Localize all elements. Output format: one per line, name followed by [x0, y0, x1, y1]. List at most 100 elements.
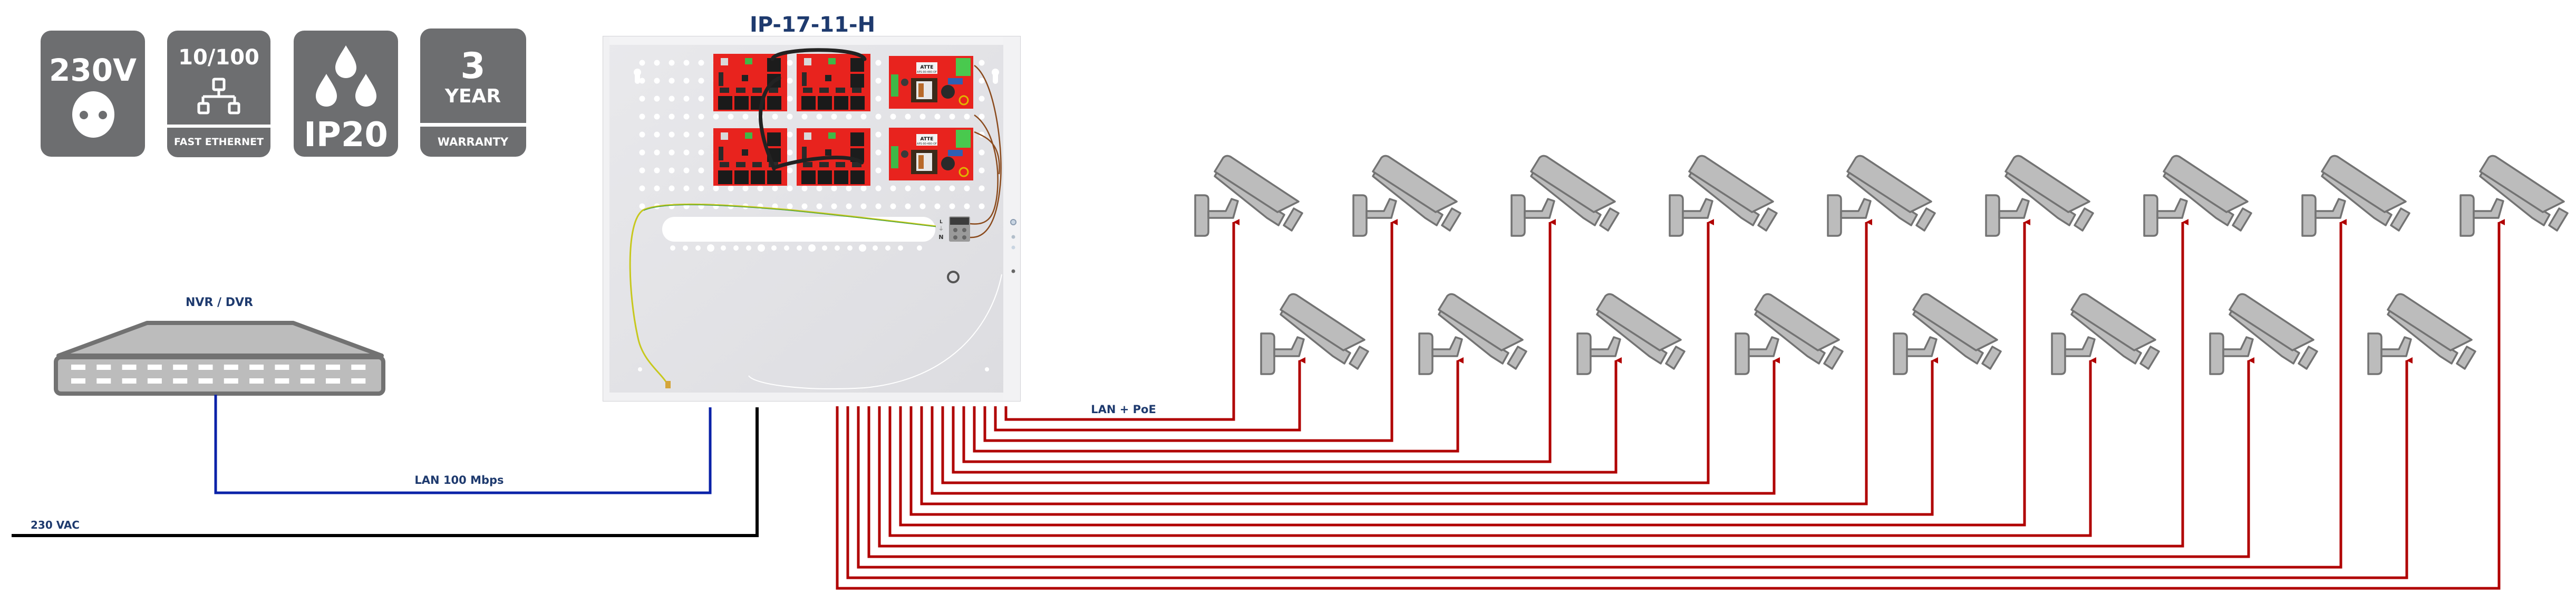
poe-cable — [846, 357, 2413, 579]
poe-cable — [857, 219, 2347, 569]
badge-ethernet: 10/100 FAST ETHERNET — [167, 31, 270, 157]
cctv-camera-icon — [1418, 293, 1527, 375]
rj45-port — [718, 96, 732, 110]
rj45-port — [850, 96, 865, 110]
rj45-port — [834, 170, 848, 184]
cctv-camera-icon — [1985, 155, 2094, 237]
nvr-port — [300, 378, 315, 384]
cctv-camera-icon — [1510, 155, 1620, 237]
terminal-label-earth: ⏚ — [938, 226, 944, 232]
nvr-port — [122, 378, 137, 384]
poe-cable — [867, 357, 2254, 558]
enclosure: IP-17-11-H — [603, 13, 1021, 402]
psu-model: APS-90-480-OF — [917, 71, 937, 74]
earth-wire — [629, 203, 946, 388]
nvr-port — [147, 365, 162, 370]
rj45-port — [767, 170, 781, 184]
rj45-port — [801, 96, 816, 110]
cctv-camera-icon — [1260, 293, 1369, 375]
poe-cable — [952, 357, 1622, 474]
poe-cables — [836, 219, 2505, 590]
power-socket-icon — [72, 91, 114, 138]
badge-ethernet-footer: FAST ETHERNET — [174, 136, 264, 148]
rj45-port — [818, 96, 832, 110]
grommet — [947, 271, 960, 283]
nvr-front-panel — [54, 355, 385, 396]
mains-terminal-block: L ⏚ N — [936, 216, 970, 242]
rj45-port — [734, 96, 749, 110]
badge-warranty-footer: WARRANTY — [438, 136, 509, 148]
lan-uplink-label: LAN 100 Mbps — [414, 474, 503, 486]
terminal-label-n: N — [938, 234, 943, 241]
keyhole-mounts — [634, 69, 999, 84]
rj45-port — [718, 170, 732, 184]
nvr-port — [224, 365, 238, 370]
poe-cable — [941, 219, 1714, 484]
nvr-top-panel — [56, 321, 384, 358]
poe-cable — [994, 357, 1305, 432]
poe-cable — [836, 219, 2505, 590]
nvr-port — [173, 365, 188, 370]
nvr-port — [326, 365, 340, 370]
terminal-label-l: L — [940, 219, 943, 225]
cameras — [1194, 155, 2569, 375]
badge-warranty-unit: YEAR — [444, 85, 501, 107]
psu-brand: ATTE — [921, 65, 934, 70]
nvr-port — [224, 378, 238, 384]
rj45-port — [734, 170, 749, 184]
cctv-camera-icon — [2051, 293, 2160, 375]
poe-cable — [973, 357, 1464, 453]
nvr-port — [71, 365, 85, 370]
poe-cable — [888, 357, 2096, 537]
poe-label: LAN + PoE — [1091, 403, 1156, 416]
nvr-port — [326, 378, 340, 384]
cctv-camera-icon — [1893, 293, 2002, 375]
poe-cable — [878, 219, 2188, 548]
nvr-port — [275, 378, 289, 384]
lan-uplink-cable: LAN 100 Mbps — [214, 395, 712, 494]
rj45-port — [801, 170, 816, 184]
psu-model: APS-90-480-OF — [917, 142, 937, 146]
power-label: 230 VAC — [31, 519, 80, 531]
cctv-camera-icon — [1735, 293, 1844, 375]
rj45-port — [834, 96, 848, 110]
power-cable: 230 VAC — [12, 407, 759, 537]
nvr-label: NVR / DVR — [186, 296, 253, 309]
psu-supply-wires — [970, 64, 1002, 238]
badge-ethernet-speed: 10/100 — [178, 45, 259, 70]
cctv-camera-icon — [2143, 155, 2252, 237]
poe-cable — [931, 357, 1780, 495]
badge-ip-rating: IP20 — [294, 31, 398, 157]
cctv-camera-icon — [1352, 155, 1461, 237]
badge-warranty-years: 3 — [460, 45, 485, 87]
slot-perforation — [670, 244, 922, 252]
poe-switch-board — [713, 54, 787, 111]
nvr-port — [351, 378, 366, 384]
nvr-port — [198, 378, 213, 384]
poe-cable — [983, 219, 1398, 442]
rj45-port — [767, 96, 781, 110]
poe-cable — [909, 357, 1938, 516]
badge-voltage: 230V — [41, 31, 145, 157]
water-drops-icon — [316, 45, 376, 107]
rj45-port — [850, 170, 865, 184]
nvr-port — [71, 378, 85, 384]
poe-cable — [1004, 219, 1239, 421]
psu-brand: ATTE — [921, 137, 934, 142]
ribbon-cable — [759, 48, 867, 171]
nvr-port — [122, 365, 137, 370]
nvr-port — [147, 378, 162, 384]
cctv-camera-icon — [1827, 155, 1936, 237]
cable-slot — [662, 217, 935, 242]
network-topology-icon — [197, 78, 240, 114]
cctv-camera-icon — [2209, 293, 2318, 375]
nvr-port — [96, 378, 111, 384]
badge-ip-rating-text: IP20 — [304, 116, 388, 155]
enclosure-title: IP-17-11-H — [750, 13, 875, 37]
poe-cable — [962, 219, 1556, 463]
poe-cable — [899, 219, 2030, 527]
poe-switch-board — [713, 128, 787, 186]
